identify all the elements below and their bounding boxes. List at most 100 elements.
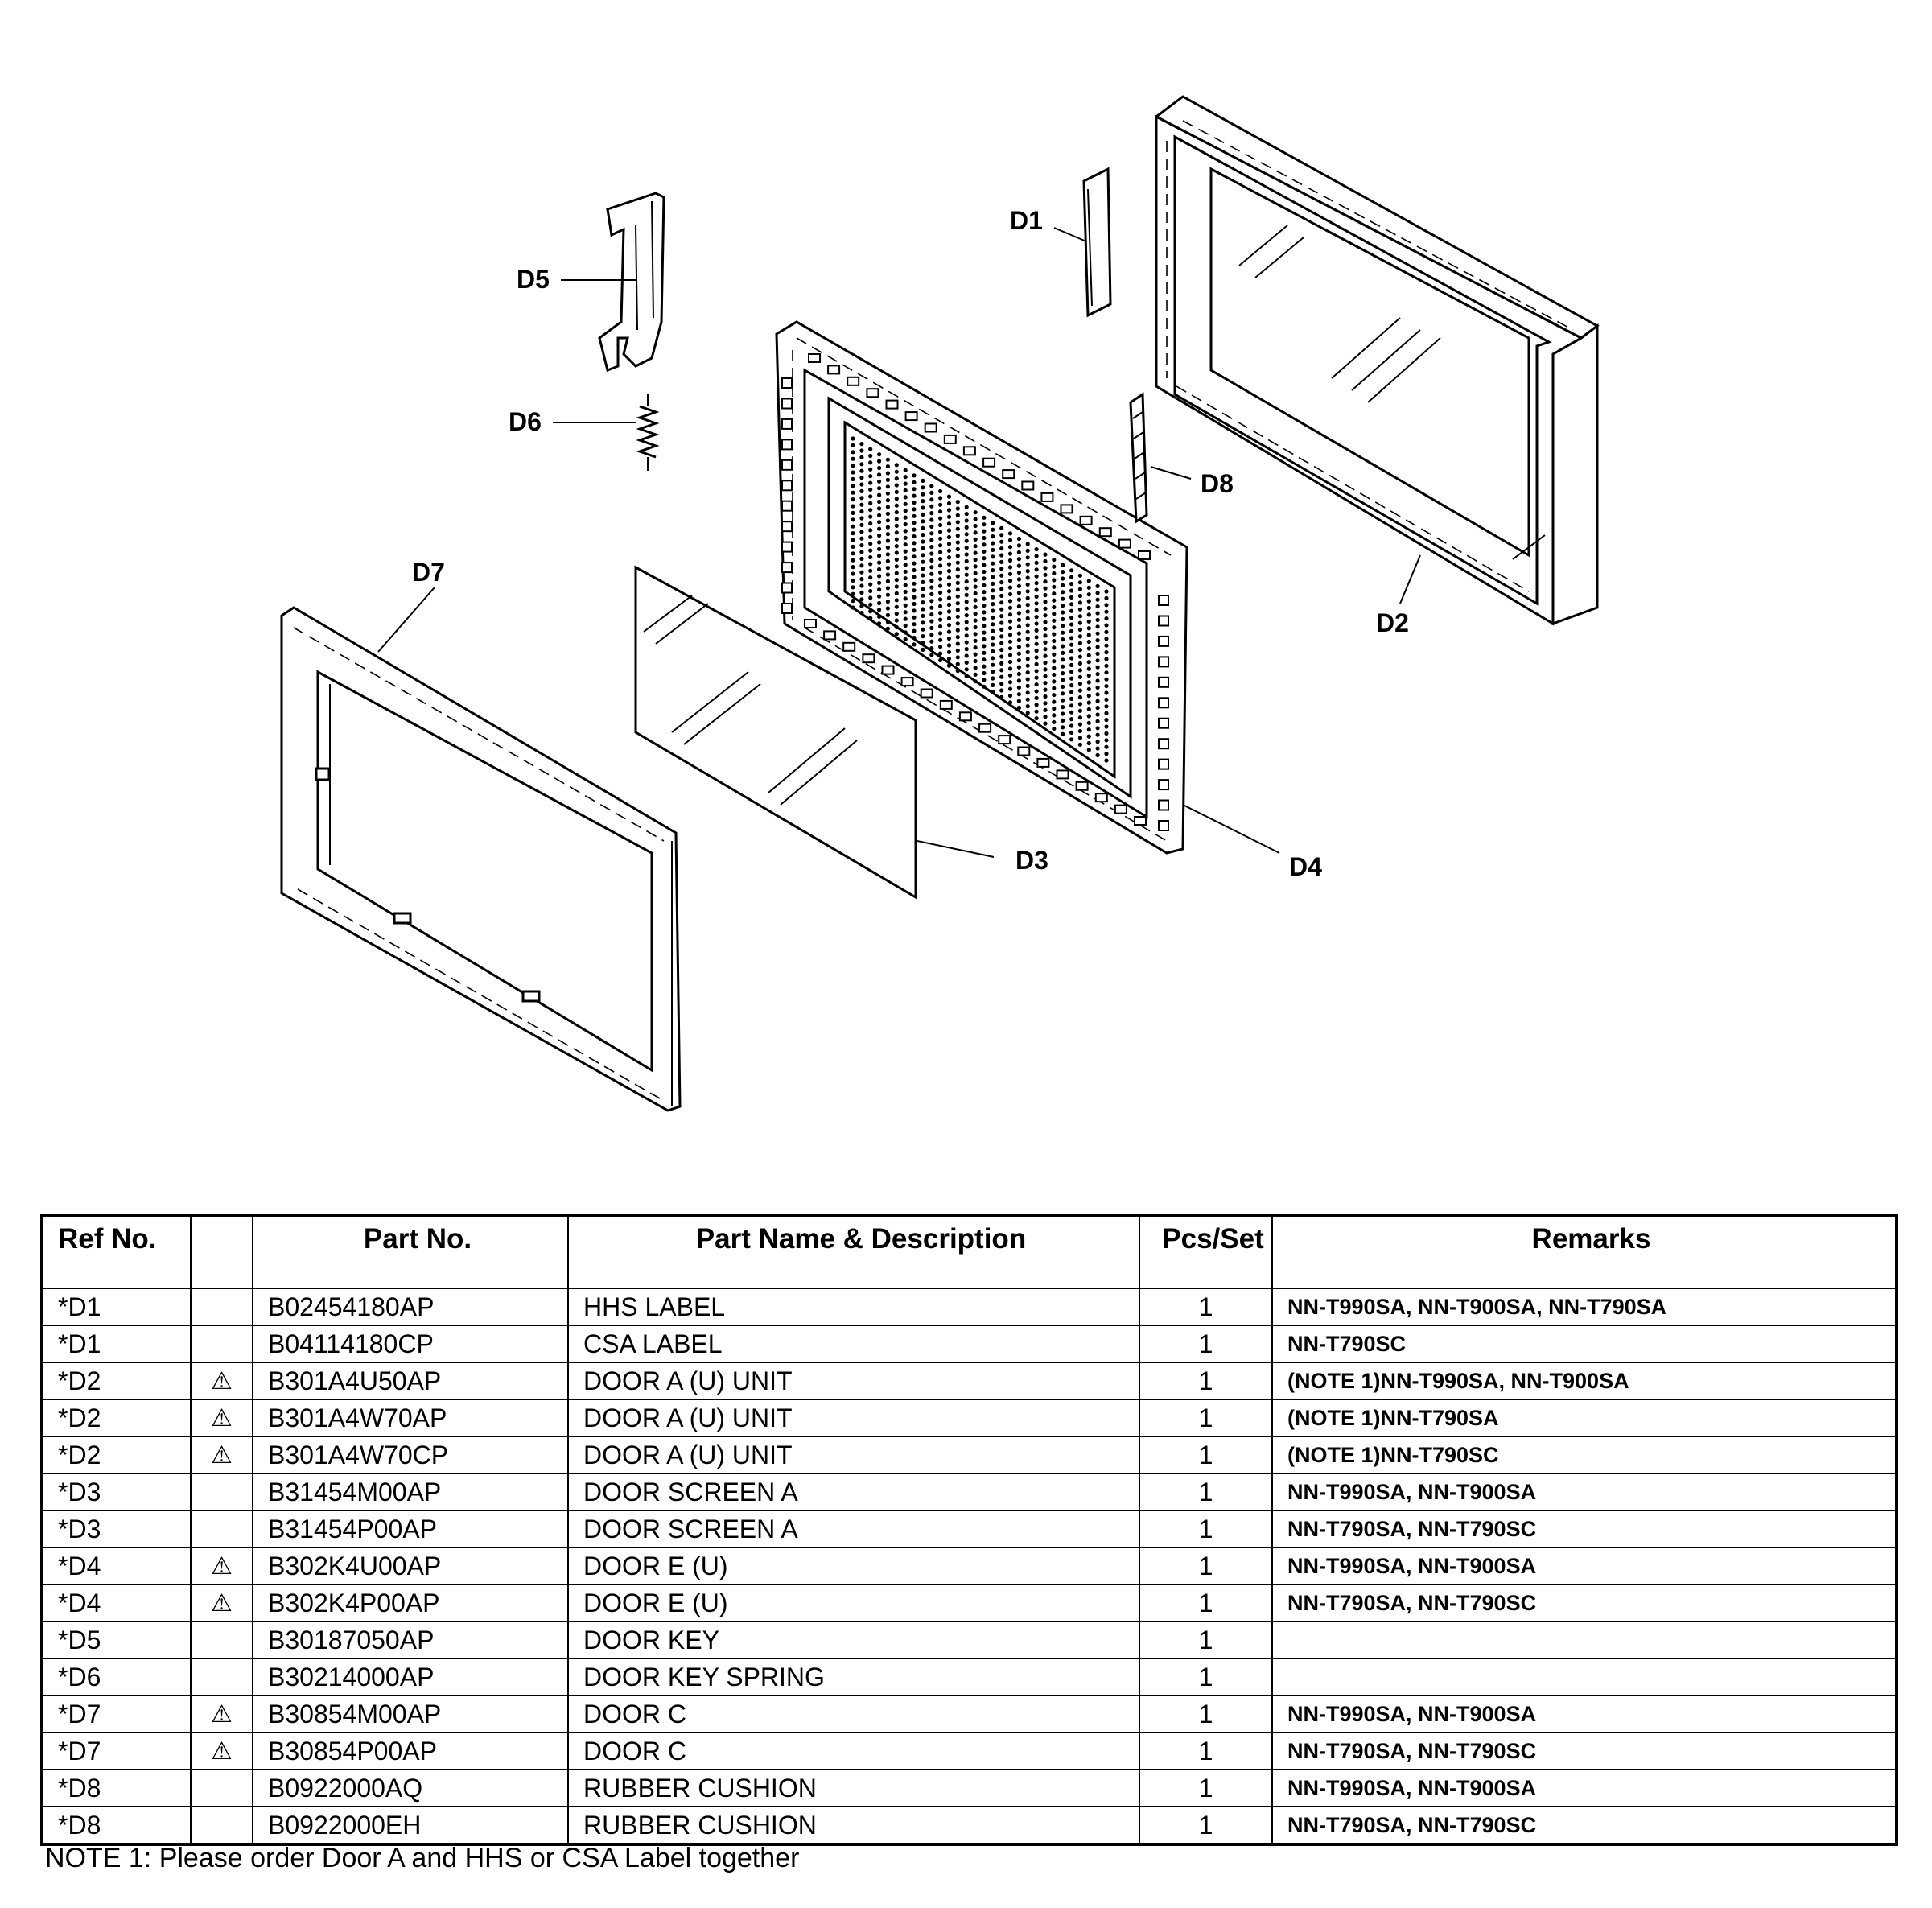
- pcs-set-cell: 1: [1139, 1547, 1273, 1585]
- header-ref-no: Ref No.: [41, 1214, 192, 1289]
- pcs-set-cell: 1: [1139, 1510, 1273, 1548]
- callout-d1: D1: [1010, 206, 1043, 235]
- remarks-cell: NN-T790SA, NN-T790SC: [1271, 1806, 1897, 1845]
- safety-mark-cell: [190, 1769, 253, 1807]
- part-no-cell: B30214000AP: [252, 1658, 569, 1696]
- remarks-cell: (NOTE 1)NN-T990SA, NN-T900SA: [1271, 1362, 1897, 1400]
- perforation-pattern: [851, 436, 1109, 763]
- part-name-cell: DOOR SCREEN A: [567, 1510, 1140, 1548]
- pcs-set-cell: 1: [1139, 1621, 1273, 1659]
- pcs-set-cell: 1: [1139, 1806, 1273, 1845]
- safety-mark-cell: [190, 1288, 253, 1326]
- part-no-cell: B31454P00AP: [252, 1510, 569, 1548]
- pcs-set-cell: 1: [1139, 1473, 1273, 1511]
- callout-d3: D3: [1015, 846, 1048, 875]
- remarks-cell: [1271, 1658, 1897, 1696]
- ref-no-cell: *D8: [41, 1806, 192, 1845]
- ref-no-cell: *D2: [41, 1399, 192, 1437]
- ref-no-cell: *D8: [41, 1769, 192, 1807]
- safety-mark-cell: [190, 1473, 253, 1511]
- ref-no-cell: *D7: [41, 1732, 192, 1770]
- exploded-view-diagram: D1 D2 D3 D4 D5 D6 D7 D8: [280, 95, 1600, 1112]
- pcs-set-cell: 1: [1139, 1658, 1273, 1696]
- part-name-cell: DOOR E (U): [567, 1584, 1140, 1622]
- callout-d4: D4: [1289, 852, 1322, 881]
- safety-mark-cell: ⚠: [190, 1695, 253, 1733]
- part-d2-door-a-unit: [1154, 95, 1600, 626]
- part-name-cell: DOOR KEY SPRING: [567, 1658, 1140, 1696]
- part-d3-door-screen: [634, 565, 917, 900]
- header-pcs-set: Pcs/Set: [1139, 1214, 1273, 1289]
- callout-d2: D2: [1376, 608, 1409, 637]
- pcs-set-cell: 1: [1139, 1288, 1273, 1326]
- part-name-cell: RUBBER CUSHION: [567, 1806, 1140, 1845]
- ref-no-cell: *D7: [41, 1695, 192, 1733]
- remarks-cell: NN-T990SA, NN-T900SA: [1271, 1473, 1897, 1511]
- part-name-cell: DOOR SCREEN A: [567, 1473, 1140, 1511]
- remarks-cell: NN-T990SA, NN-T900SA, NN-T790SA: [1271, 1288, 1897, 1326]
- header-mark: [190, 1214, 253, 1289]
- header-remarks: Remarks: [1271, 1214, 1897, 1289]
- part-name-cell: RUBBER CUSHION: [567, 1769, 1140, 1807]
- part-no-cell: B302K4U00AP: [252, 1547, 569, 1585]
- frame-tabs: [781, 353, 1169, 831]
- safety-mark-cell: ⚠: [190, 1547, 253, 1585]
- part-name-cell: CSA LABEL: [567, 1325, 1140, 1363]
- safety-mark-cell: [190, 1325, 253, 1363]
- ref-no-cell: *D6: [41, 1658, 192, 1696]
- pcs-set-cell: 1: [1139, 1769, 1273, 1807]
- remarks-cell: NN-T790SC: [1271, 1325, 1897, 1363]
- callout-d5: D5: [517, 265, 550, 294]
- footnote: NOTE 1: Please order Door A and HHS or C…: [45, 1843, 800, 1873]
- remarks-cell: NN-T790SA, NN-T790SC: [1271, 1732, 1897, 1770]
- ref-no-cell: *D2: [41, 1436, 192, 1474]
- safety-mark-cell: [190, 1806, 253, 1845]
- part-no-cell: B30854P00AP: [252, 1732, 569, 1770]
- part-d5-door-key: [598, 192, 665, 373]
- header-part-name: Part Name & Description: [567, 1214, 1140, 1289]
- callout-d8: D8: [1201, 469, 1234, 498]
- ref-no-cell: *D4: [41, 1584, 192, 1622]
- safety-mark-cell: [190, 1510, 253, 1548]
- safety-mark-cell: ⚠: [190, 1732, 253, 1770]
- part-d6-door-key-spring: [636, 394, 660, 471]
- callout-d7: D7: [412, 558, 445, 587]
- part-d8-rubber-cushion: [1129, 392, 1148, 524]
- ref-no-cell: *D3: [41, 1510, 192, 1548]
- safety-mark-cell: [190, 1658, 253, 1696]
- remarks-cell: (NOTE 1)NN-T790SA: [1271, 1399, 1897, 1437]
- part-d4-door-e: [775, 320, 1188, 855]
- part-name-cell: DOOR E (U): [567, 1547, 1140, 1585]
- safety-mark-cell: ⚠: [190, 1436, 253, 1474]
- pcs-set-cell: 1: [1139, 1584, 1273, 1622]
- remarks-cell: NN-T790SA, NN-T790SC: [1271, 1510, 1897, 1548]
- ref-no-cell: *D3: [41, 1473, 192, 1511]
- remarks-cell: NN-T990SA, NN-T900SA: [1271, 1769, 1897, 1807]
- remarks-cell: NN-T790SA, NN-T790SC: [1271, 1584, 1897, 1622]
- part-d7-door-c: [280, 606, 682, 1112]
- part-name-cell: DOOR A (U) UNIT: [567, 1436, 1140, 1474]
- pcs-set-cell: 1: [1139, 1399, 1273, 1437]
- pcs-set-cell: 1: [1139, 1695, 1273, 1733]
- part-no-cell: B301A4W70AP: [252, 1399, 569, 1437]
- part-no-cell: B30854M00AP: [252, 1695, 569, 1733]
- part-name-cell: HHS LABEL: [567, 1288, 1140, 1326]
- part-no-cell: B31454M00AP: [252, 1473, 569, 1511]
- remarks-cell: NN-T990SA, NN-T900SA: [1271, 1695, 1897, 1733]
- remarks-cell: NN-T990SA, NN-T900SA: [1271, 1547, 1897, 1585]
- pcs-set-cell: 1: [1139, 1436, 1273, 1474]
- table-header-row: Ref No. Part No. Part Name & Description…: [41, 1214, 1897, 1289]
